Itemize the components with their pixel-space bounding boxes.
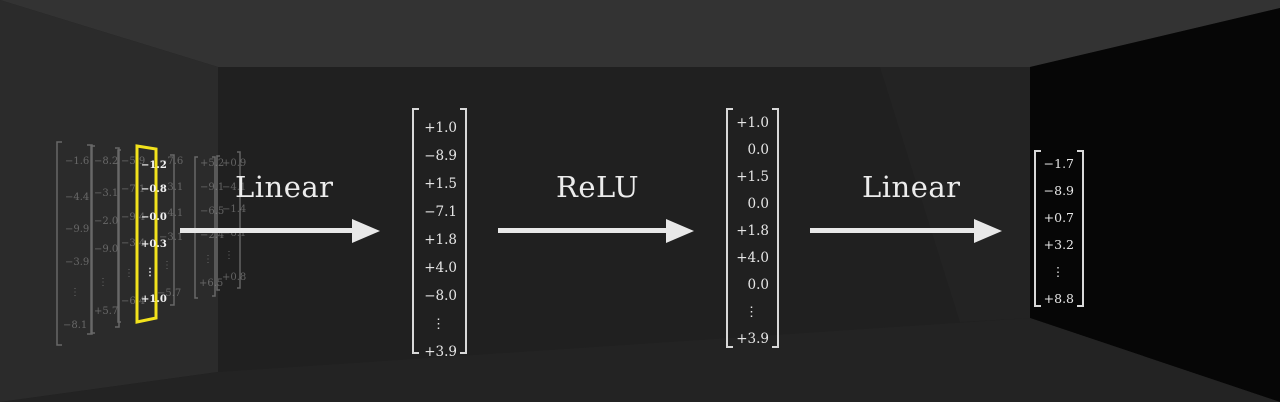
svg-text:+0.9: +0.9 — [222, 158, 246, 169]
hidden-post-vector: +1.0 0.0 +1.5 0.0 +1.8 +4.0 0.0 ⋮ +3.9 — [726, 108, 779, 348]
linear-label-2: Linear — [862, 170, 961, 204]
vector-entry: +4.0 — [424, 260, 457, 276]
input-matrix — [56, 141, 241, 346]
vector-entry: 0.0 — [747, 196, 769, 212]
svg-text:−1.4: −1.4 — [222, 204, 246, 215]
svg-text:−3.4: −3.4 — [121, 238, 145, 249]
arrow-3 — [810, 219, 1002, 243]
svg-text:−1.6: −1.6 — [65, 156, 89, 167]
arrow-1-head — [352, 219, 380, 243]
vector-entry: +1.0 — [736, 115, 769, 131]
highlighted-value: ⋮ — [145, 267, 155, 278]
arrow-1-shaft — [180, 228, 354, 233]
linear-label-1: Linear — [235, 170, 334, 204]
vector-entry: +0.7 — [1043, 210, 1074, 225]
hidden-pre-vector: +1.0 −8.9 +1.5 −7.1 +1.8 +4.0 −8.0 ⋮ +3.… — [412, 108, 467, 360]
vector-entry: +8.8 — [1043, 291, 1074, 306]
arrow-1 — [180, 219, 380, 243]
svg-text:−6.1: −6.1 — [222, 228, 246, 239]
svg-text:−9.1: −9.1 — [200, 182, 224, 193]
vector-entry: +3.2 — [1043, 237, 1074, 252]
svg-text:−5.9: −5.9 — [121, 156, 145, 167]
back-wall-shade — [880, 67, 1030, 322]
vector-ellipsis: ⋮ — [431, 316, 446, 332]
svg-text:−4.4: −4.4 — [65, 192, 89, 203]
svg-text:⋮: ⋮ — [203, 254, 213, 265]
svg-text:+6.5: +6.5 — [199, 278, 223, 289]
highlighted-value: −1.2 — [141, 160, 167, 171]
svg-text:−5.7: −5.7 — [157, 288, 181, 299]
svg-text:−9.9: −9.9 — [65, 224, 89, 235]
svg-text:−4.1: −4.1 — [222, 182, 246, 193]
svg-text:+5.7: +5.7 — [94, 306, 118, 317]
hidden-pre-entries: +1.0 −8.9 +1.5 −7.1 +1.8 +4.0 −8.0 ⋮ +3.… — [414, 114, 465, 366]
vector-entry: +1.8 — [424, 232, 457, 248]
output-vector: −1.7 −8.9 +0.7 +3.2 ⋮ +8.8 — [1034, 150, 1084, 307]
svg-text:⋮: ⋮ — [98, 277, 108, 288]
svg-text:−9.4: −9.4 — [121, 212, 145, 223]
vector-entry: +3.9 — [736, 331, 769, 347]
highlighted-value: +0.3 — [141, 239, 167, 250]
svg-text:−6.5: −6.5 — [200, 206, 224, 217]
svg-text:−3.1: −3.1 — [159, 232, 183, 243]
vector-entry: 0.0 — [747, 277, 769, 293]
arrow-2-shaft — [498, 228, 668, 233]
svg-text:−3.9: −3.9 — [65, 257, 89, 268]
right-wall — [1030, 8, 1280, 402]
svg-text:−3.1: −3.1 — [159, 182, 183, 193]
output-entries: −1.7 −8.9 +0.7 +3.2 ⋮ +8.8 — [1036, 150, 1082, 312]
relu-label: ReLU — [556, 170, 640, 204]
svg-text:⋮: ⋮ — [162, 260, 172, 271]
svg-text:−8.2: −8.2 — [94, 156, 118, 167]
vector-entry: +1.5 — [736, 169, 769, 185]
left-wall — [0, 0, 218, 402]
vector-entry: +1.0 — [424, 120, 457, 136]
svg-text:−8.1: −8.1 — [63, 320, 87, 331]
arrow-2 — [498, 219, 694, 243]
vector-ellipsis: ⋮ — [744, 304, 759, 320]
svg-text:−4.1: −4.1 — [159, 208, 183, 219]
highlight-box — [135, 144, 158, 324]
vector-entry: +1.5 — [424, 176, 457, 192]
svg-text:−2.0: −2.0 — [94, 216, 118, 227]
arrow-3-shaft — [810, 228, 976, 233]
svg-text:−7.1: −7.1 — [121, 184, 145, 195]
arrow-3-head — [974, 219, 1002, 243]
arrow-2-head — [666, 219, 694, 243]
floor — [0, 318, 1280, 402]
svg-text:⋮: ⋮ — [70, 287, 80, 298]
input-matrix-values: −1.6 −4.4 −9.9 −3.9 ⋮ −8.1 −8.2 −3.1 −2.0 −9.0 ⋮ +… — [63, 156, 246, 331]
svg-text:−6.4: −6.4 — [121, 296, 145, 307]
svg-text:+0.8: +0.8 — [222, 272, 246, 283]
svg-text:⋮: ⋮ — [224, 250, 234, 261]
hidden-post-entries: +1.0 0.0 +1.5 0.0 +1.8 +4.0 0.0 ⋮ +3.9 — [728, 110, 777, 353]
highlighted-value: −0.8 — [141, 184, 167, 195]
vector-entry: −8.0 — [424, 288, 457, 304]
vector-entry: −8.9 — [424, 148, 457, 164]
svg-text:−7.6: −7.6 — [159, 156, 183, 167]
svg-text:−9.0: −9.0 — [94, 244, 118, 255]
highlighted-column: −1.2 −0.8 −0.0 +0.3 ⋮ +1.0 — [135, 144, 167, 324]
vector-entry: +1.8 — [736, 223, 769, 239]
highlighted-value: −0.0 — [141, 212, 167, 223]
svg-text:−3.1: −3.1 — [94, 188, 118, 199]
vector-entry: −1.7 — [1043, 156, 1074, 171]
vector-entry: −8.9 — [1043, 183, 1074, 198]
svg-text:−2.4: −2.4 — [200, 230, 224, 241]
vector-entry: +4.0 — [736, 250, 769, 266]
ceiling — [0, 0, 1280, 67]
vector-entry: +3.9 — [424, 344, 457, 360]
vector-ellipsis: ⋮ — [1051, 264, 1065, 279]
svg-text:+5.2: +5.2 — [200, 158, 224, 169]
svg-text:⋮: ⋮ — [124, 268, 134, 279]
vector-entry: −7.1 — [424, 204, 457, 220]
highlighted-value: +1.0 — [141, 294, 167, 305]
vector-entry: 0.0 — [747, 142, 769, 158]
